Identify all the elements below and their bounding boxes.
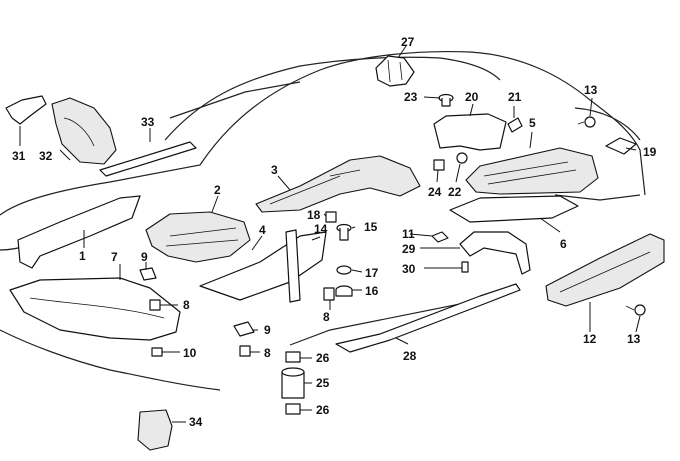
callout-19[interactable]: 19 (643, 145, 657, 159)
callout-15[interactable]: 15 (364, 220, 378, 234)
callout-7[interactable]: 7 (111, 250, 118, 264)
callout-27[interactable]: 27 (401, 35, 415, 49)
callout-23[interactable]: 23 (404, 90, 418, 104)
part-30-screw[interactable] (461, 261, 469, 273)
part-8-nut-a[interactable] (149, 299, 161, 311)
callout-30[interactable]: 30 (402, 262, 416, 276)
callout-21[interactable]: 21 (508, 90, 522, 104)
part-20-panel[interactable] (433, 113, 507, 151)
callout-33[interactable]: 33 (141, 115, 155, 129)
part-13-clip-lower[interactable] (625, 304, 646, 316)
callout-9-lower[interactable]: 9 (264, 323, 271, 337)
part-12-side-skirt[interactable] (545, 233, 665, 307)
callout-8-middle[interactable]: 8 (323, 310, 330, 324)
part-8-nut-b[interactable] (323, 287, 335, 301)
callout-25[interactable]: 25 (316, 376, 330, 390)
callout-20[interactable]: 20 (465, 90, 479, 104)
part-3-tunnel-cover[interactable] (255, 155, 421, 213)
part-34-bracket[interactable] (137, 409, 173, 451)
part-26-washer-lower[interactable] (285, 403, 301, 415)
callout-9-top[interactable]: 9 (141, 250, 148, 264)
car-body-outline (0, 50, 646, 391)
part-28-sill[interactable] (335, 283, 521, 353)
part-32-wheel-housing[interactable] (51, 97, 117, 165)
callout-22[interactable]: 22 (448, 185, 462, 199)
callout-13-top[interactable]: 13 (584, 83, 598, 97)
leader-lines (19, 45, 641, 423)
part-9-clip-lower[interactable] (233, 321, 255, 337)
callout-8-left[interactable]: 8 (183, 298, 190, 312)
callout-5[interactable]: 5 (529, 116, 536, 130)
part-18-screw[interactable] (325, 211, 337, 223)
part-24-nut[interactable] (433, 159, 445, 171)
callout-6[interactable]: 6 (560, 237, 567, 251)
part-10-nut[interactable] (151, 347, 163, 357)
part-16-mount[interactable] (335, 285, 353, 297)
part-9-clip-top[interactable] (139, 267, 157, 281)
part-7-underbody-shield[interactable] (9, 277, 181, 341)
callout-13-lower[interactable]: 13 (627, 332, 641, 346)
part-14-strut[interactable] (285, 229, 301, 303)
callout-29[interactable]: 29 (402, 242, 416, 256)
part-29-bracket[interactable] (459, 231, 531, 275)
part-17-mount[interactable] (336, 265, 352, 275)
part-27-bracket[interactable] (375, 55, 415, 87)
part-26-washer-top[interactable] (285, 351, 301, 363)
part-23-bolt[interactable] (438, 93, 454, 107)
part-22-nut[interactable] (456, 152, 468, 164)
part-5-tray[interactable] (465, 147, 599, 195)
part-2-heat-shield[interactable] (145, 211, 251, 263)
part-19-cover[interactable] (605, 137, 637, 155)
callout-32[interactable]: 32 (39, 149, 53, 163)
part-33-strip[interactable] (99, 141, 197, 177)
part-21-screw[interactable] (507, 117, 523, 133)
callout-26-lower[interactable]: 26 (316, 403, 330, 417)
callout-17[interactable]: 17 (365, 266, 379, 280)
callout-3[interactable]: 3 (271, 163, 278, 177)
callout-26-top[interactable]: 26 (316, 351, 330, 365)
callout-14[interactable]: 14 (314, 222, 328, 236)
part-13-clip-top[interactable] (577, 116, 596, 128)
callout-16[interactable]: 16 (365, 284, 379, 298)
part-15-bolt[interactable] (336, 223, 352, 241)
callout-labels: 27 23 20 21 13 5 19 31 32 33 3 24 22 2 1… (12, 35, 657, 429)
callout-31[interactable]: 31 (12, 149, 26, 163)
callout-28[interactable]: 28 (403, 349, 417, 363)
callout-11[interactable]: 11 (402, 227, 415, 241)
callout-1[interactable]: 1 (79, 249, 86, 263)
part-6-plate[interactable] (449, 195, 579, 223)
callout-10[interactable]: 10 (183, 346, 197, 360)
part-11-nut[interactable] (431, 231, 449, 243)
part-8-nut-c[interactable] (239, 345, 251, 357)
callout-24[interactable]: 24 (428, 185, 442, 199)
callout-8-lower[interactable]: 8 (264, 346, 271, 360)
callout-18[interactable]: 18 (307, 208, 321, 222)
callout-34[interactable]: 34 (189, 415, 203, 429)
part-25-rubber-mount[interactable] (281, 367, 305, 399)
callout-4[interactable]: 4 (259, 223, 266, 237)
callout-2[interactable]: 2 (214, 183, 221, 197)
callout-12[interactable]: 12 (583, 332, 597, 346)
part-1-side-panel[interactable] (17, 195, 141, 269)
part-31-bracket[interactable] (5, 95, 47, 125)
